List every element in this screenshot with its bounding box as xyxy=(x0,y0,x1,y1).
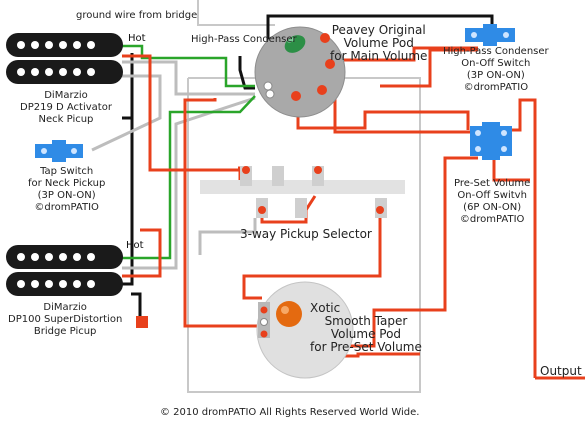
volume-pod-line-2: Volume Pod xyxy=(343,36,414,50)
tap-switch-line-2: for Neck Pickup xyxy=(28,178,106,189)
hot-bridge-label: Hot xyxy=(126,240,144,251)
bridge-pickup-line-2: DP100 SuperDistortion xyxy=(8,314,123,325)
hp-switch-line-4: ©dromPATIO xyxy=(463,82,529,93)
tap-switch-line-3: (3P ON-ON) xyxy=(37,190,96,201)
white-wires xyxy=(91,60,257,270)
bridge-pickup xyxy=(6,245,123,296)
output-label: Output xyxy=(540,364,582,378)
bridge-pickup-line-3: Bridge Picup xyxy=(33,326,97,337)
bridge-pickup-line-1: DiMarzio xyxy=(43,302,87,313)
hp-switch-line-2: On-Off Switch xyxy=(461,58,531,69)
selector-label: 3-way Pickup Selector xyxy=(240,227,372,241)
hp-switch-line-3: (3P ON-ON) xyxy=(466,70,525,81)
tap-switch-line-4: ©dromPATIO xyxy=(34,202,99,213)
xotic-pod-line-3: Volume Pod xyxy=(330,327,402,341)
preset-switch-line-3: (6P ON-ON) xyxy=(463,202,522,213)
neck-pickup-line-2: DP219 D Activator xyxy=(20,102,112,113)
high-pass-condenser xyxy=(284,35,306,53)
bridge-ground-terminal xyxy=(136,316,148,328)
preset-switch-line-4: ©dromPATIO xyxy=(459,214,525,225)
peavey-volume-pot xyxy=(254,26,346,118)
volume-pod-line-1: Peavey Original xyxy=(331,23,426,37)
tap-switch-label: Tap Switch for Neck Pickup (3P ON-ON) ©d… xyxy=(28,166,105,214)
xotic-pod-line-1: Xotic xyxy=(310,301,341,315)
neck-pickup-line-1: DiMarzio xyxy=(44,90,88,101)
bridge-pickup-label: DiMarzio DP100 SuperDistortion Bridge Pi… xyxy=(8,302,122,338)
hot-neck-label: Hot xyxy=(128,33,146,44)
hp-switch-label: High-Pass Condenser On-Off Switch (3P ON… xyxy=(443,46,549,94)
neck-pickup-label: DiMarzio DP219 D Activator Neck Picup xyxy=(20,90,112,126)
preset-switch-line-2: On-Off Switvh xyxy=(457,190,527,201)
preset-switch xyxy=(470,122,512,160)
xotic-pod-label: Xotic Smooth Taper Volume Pod for Pre-Se… xyxy=(310,302,422,354)
pickup-selector xyxy=(200,166,405,218)
tap-switch-line-1: Tap Switch xyxy=(40,166,94,177)
tap-switch xyxy=(35,140,83,162)
high-pass-switch xyxy=(465,24,515,46)
ground-wire-label: ground wire from bridge xyxy=(76,10,198,21)
green-wires xyxy=(122,44,256,260)
hp-switch-line-1: High-Pass Condenser xyxy=(443,46,549,57)
volume-pod-label: Peavey Original Volume Pod for Main Volu… xyxy=(330,24,427,63)
preset-switch-line-1: Pre-Set Volume xyxy=(454,178,531,189)
volume-pod-line-3: for Main Volume xyxy=(330,49,428,63)
neck-pickup-line-3: Neck Picup xyxy=(38,114,94,125)
xotic-pod-line-2: Smooth Taper xyxy=(324,314,408,328)
xotic-pod-line-4: for Pre-Set Volume xyxy=(310,340,422,354)
preset-switch-label: Pre-Set Volume On-Off Switvh (6P ON-ON) … xyxy=(454,178,530,226)
copyright-text: © 2010 dromPATIO All Rights Reserved Wor… xyxy=(160,407,420,418)
neck-pickup xyxy=(6,33,123,84)
hp-condenser-label: High-Pass Condenser xyxy=(191,34,297,45)
xotic-volume-pot xyxy=(256,281,354,379)
